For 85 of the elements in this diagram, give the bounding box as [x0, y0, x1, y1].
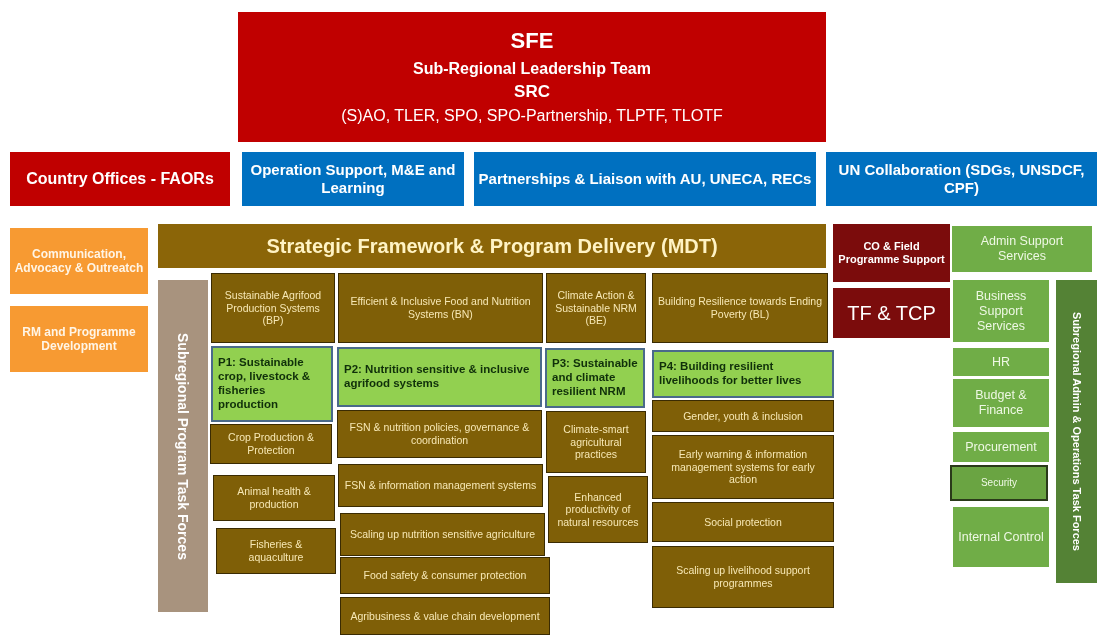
box-label: Fisheries & aquaculture	[247, 538, 305, 564]
box-label: Climate Action & Sustainable NRM (BE)	[554, 289, 638, 327]
box-label: Enhanced productivity of natural resources	[556, 490, 640, 529]
box-label: P2: Nutrition sensitive & inclusive agrifood systems	[344, 363, 531, 391]
unit-box	[652, 273, 828, 343]
unit-box	[210, 424, 332, 464]
box-label: Business Support Services	[974, 288, 1028, 334]
box-label: Sustainable Agrifood Production Systems (BP)	[223, 289, 323, 327]
box-label: Animal health & production	[236, 485, 312, 511]
box-label: RM and Programme Development	[21, 324, 137, 354]
box-label: Building Resilience towards Ending Poverty (BL)	[657, 295, 823, 321]
unit-box	[833, 288, 950, 338]
unit-box	[952, 226, 1092, 272]
box-label: Early warning & information management systems for early action	[670, 448, 816, 486]
box-label: Security	[980, 477, 1018, 489]
unit-box	[953, 507, 1049, 567]
box-label: Efficient & Inclusive Food and Nutrition Systems (BN)	[349, 295, 532, 321]
box-label: Internal Control	[958, 529, 1044, 545]
unit-box	[953, 280, 1049, 342]
box-label: FSN & nutrition policies, governance & coordination	[348, 421, 531, 447]
box-label: Budget & Finance	[974, 388, 1028, 418]
box-label: Partnerships & Liaison with AU, UNECA, RECs	[478, 170, 812, 188]
vertical-band	[158, 280, 208, 612]
box-label: P3: Sustainable and climate resilient NRM	[552, 357, 638, 399]
box-label: Admin Support Services	[979, 234, 1065, 264]
box-label: HR	[991, 354, 1011, 370]
box-label: Communication, Advocacy & Outreatch	[14, 246, 144, 276]
programme-box	[545, 348, 645, 408]
unit-box	[340, 597, 550, 635]
unit-box	[338, 273, 543, 343]
unit-box	[826, 152, 1097, 206]
unit-box	[211, 273, 335, 343]
unit-box	[474, 152, 816, 206]
unit-box	[652, 400, 834, 432]
unit-box	[953, 348, 1049, 376]
unit-box	[546, 273, 646, 343]
box-label: Subregional Admin & Operations Task Forces	[1070, 312, 1084, 551]
unit-box	[950, 465, 1048, 501]
box-label: Climate-smart agricultural practices	[562, 423, 630, 461]
programme-box	[211, 346, 333, 422]
subheading: (S)AO, TLER, SPO, SPO-Partnership, TLPTF, TLOTF	[341, 106, 723, 126]
unit-box	[10, 306, 148, 372]
unit-box	[652, 435, 834, 499]
programme-box	[337, 347, 542, 407]
box-label: Social protection	[704, 515, 782, 529]
unit-box	[216, 528, 336, 574]
unit-box	[238, 12, 826, 142]
unit-box	[337, 410, 542, 458]
unit-box	[546, 411, 646, 473]
unit-box	[340, 557, 550, 594]
programme-box	[652, 350, 834, 398]
box-label: Operation Support, M&E and Learning	[249, 161, 457, 197]
unit-box	[548, 476, 648, 543]
box-label: Crop Production & Protection	[227, 431, 315, 457]
unit-box	[652, 502, 834, 542]
vertical-band	[1056, 280, 1097, 583]
unit-box	[242, 152, 464, 206]
box-label: UN Collaboration (SDGs, UNSDCF, CPF)	[837, 161, 1086, 197]
box-label: TF & TCP	[847, 301, 936, 325]
unit-box	[833, 224, 950, 282]
box-label: Agribusiness & value chain development	[350, 609, 540, 623]
box-label: Gender, youth & inclusion	[683, 409, 803, 423]
box-label: Procurement	[965, 439, 1037, 455]
subheading: Sub-Regional Leadership Team	[413, 58, 651, 78]
box-label: P4: Building resilient livelihoods for better lives	[659, 360, 803, 388]
box-label: FSN & information management systems	[344, 479, 537, 492]
box-label: Scaling up livelihood support programmes	[675, 564, 811, 590]
unit-box	[652, 546, 834, 608]
unit-box	[158, 224, 826, 268]
unit-box	[340, 513, 545, 556]
unit-box	[213, 475, 335, 521]
box-label: Food safety & consumer protection	[363, 569, 527, 582]
box-label: Scaling up nutrition sensitive agriculture	[350, 528, 535, 541]
unit-box	[953, 432, 1049, 462]
heading: SFE	[510, 28, 554, 55]
subheading: SRC	[514, 82, 550, 103]
box-label: Strategic Framework & Program Delivery (MDT)	[266, 234, 718, 258]
unit-box	[953, 379, 1049, 427]
unit-box	[10, 228, 148, 294]
box-label: Country Offices - FAORs	[26, 169, 214, 189]
box-label: CO & Field Programme Support	[837, 239, 946, 267]
unit-box	[10, 152, 230, 206]
box-label: P1: Sustainable crop, livestock & fisheries production	[218, 356, 312, 412]
box-label: Subregional Program Task Forces	[174, 332, 192, 560]
unit-box	[338, 464, 543, 507]
